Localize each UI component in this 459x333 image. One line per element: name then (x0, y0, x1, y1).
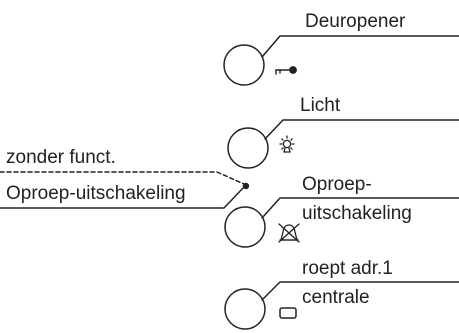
key-icon (275, 66, 297, 75)
button-3-leader-line (261, 197, 459, 219)
display-icon (279, 307, 297, 319)
dashed-leader-line (0, 171, 245, 185)
button-1 (223, 35, 459, 86)
button-3-circle (224, 206, 266, 248)
button-4-circle (224, 288, 266, 330)
button-2-leader-line (264, 119, 459, 140)
button-1-leader-line (261, 35, 459, 58)
label-roept-line2: centrale (302, 287, 370, 308)
button-3 (224, 197, 459, 248)
button-1-circle (223, 44, 265, 86)
contact-dot (242, 182, 250, 190)
bell-crossed-icon (278, 223, 300, 243)
label-roept-line1: roept adr.1 (302, 258, 393, 279)
label-oproep-uitschakeling-left: Oproep-uitschakeling (6, 183, 186, 204)
label-licht: Licht (300, 95, 341, 116)
button-2-circle (227, 127, 269, 169)
light-bulb-icon (279, 135, 295, 153)
button-2 (227, 119, 459, 169)
button-4-leader-line (261, 281, 459, 301)
label-deuropener: Deuropener (305, 11, 406, 32)
button-4 (224, 281, 459, 330)
label-oproep-line2: uitschakeling (302, 203, 412, 224)
label-zonder-funct: zonder funct. (6, 147, 116, 168)
label-oproep-line1: Oproep- (302, 174, 372, 195)
solid-leader-line (0, 186, 245, 209)
